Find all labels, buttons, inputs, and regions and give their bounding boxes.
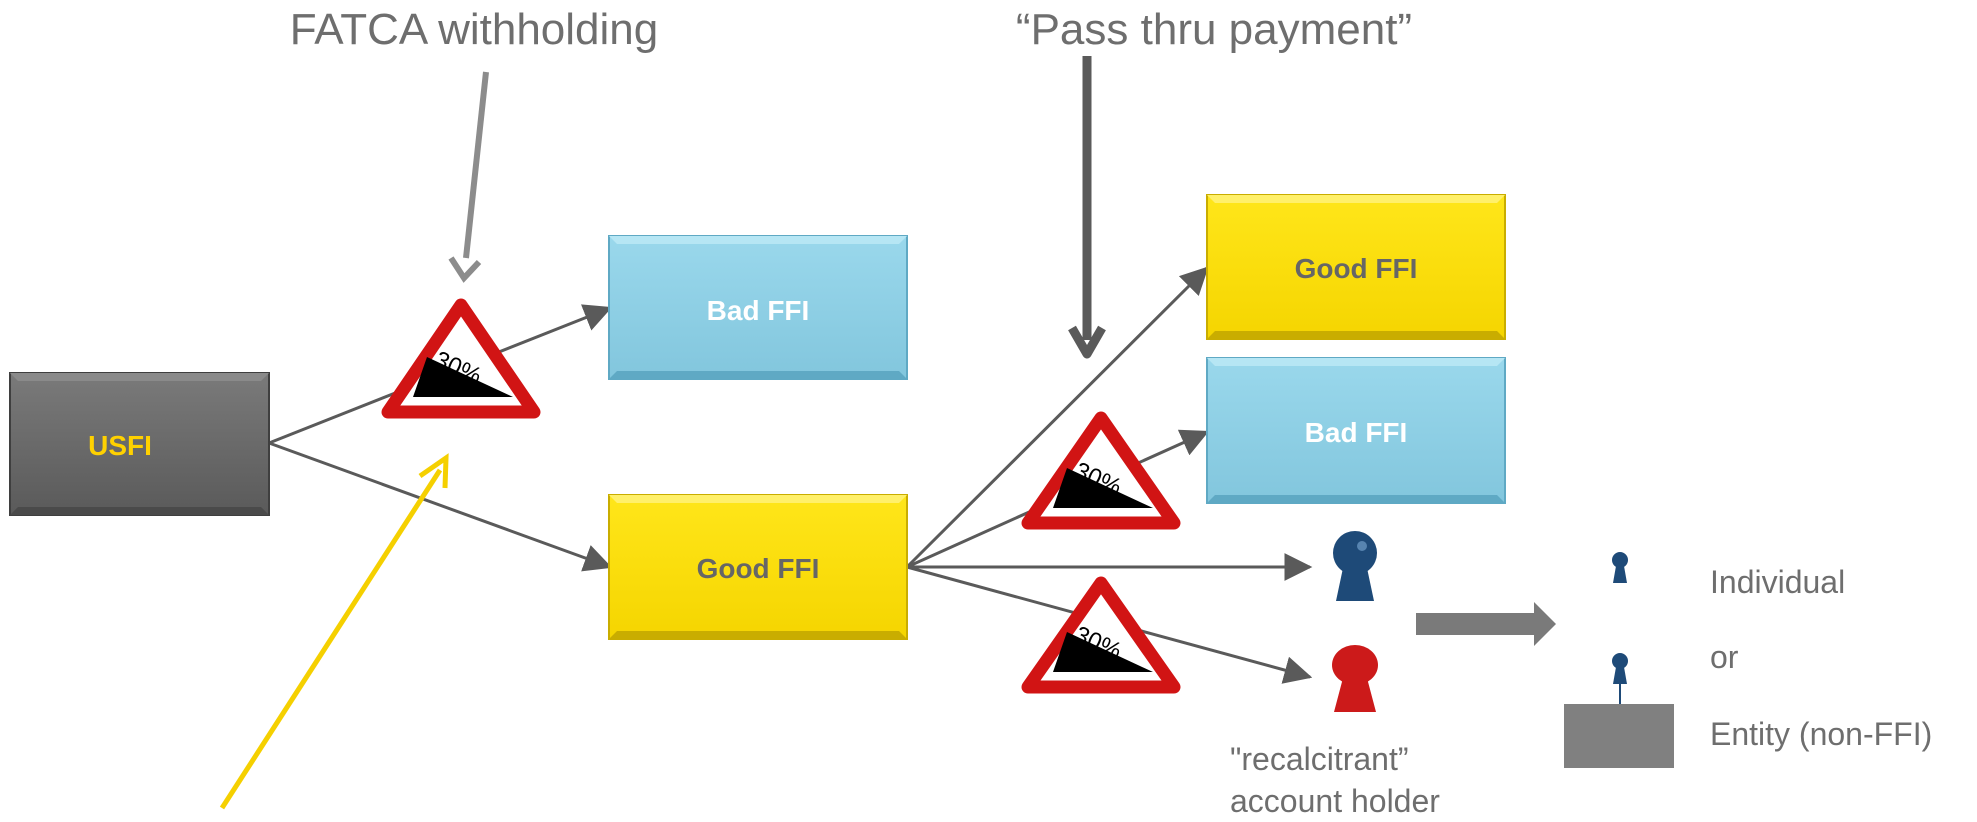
good-ffi-right-label: Good FFI xyxy=(1295,253,1418,284)
recalcitrant-label-line1: "recalcitrant” xyxy=(1230,741,1409,777)
recalcitrant-person-icon xyxy=(1332,645,1378,712)
entity-label: Entity (non-FFI) xyxy=(1710,716,1932,752)
individual-label: Individual xyxy=(1710,564,1845,600)
arrow-good-ffi-to-good-ffi-right xyxy=(905,266,1209,569)
pass-thru-pointer-arrow xyxy=(1068,56,1106,359)
recalcitrant-label-line2: account holder xyxy=(1230,783,1440,819)
withholding-sign-bad-ffi-right: 30% xyxy=(1021,411,1181,530)
good-ffi-center-label: Good FFI xyxy=(697,553,820,584)
arrow-usfi-to-good-ffi xyxy=(268,441,613,572)
usfi-label: USFI xyxy=(88,430,152,461)
individual-icon xyxy=(1612,552,1628,583)
bad-ffi-right-label: Bad FFI xyxy=(1305,417,1408,448)
account-holder-blue-icon xyxy=(1333,531,1377,601)
or-label: or xyxy=(1710,639,1739,675)
sign-slope xyxy=(1053,468,1153,508)
good-ffi-center-box: Good FFI xyxy=(608,494,908,640)
bad-ffi-top-label: Bad FFI xyxy=(707,295,810,326)
sign-slope xyxy=(413,357,513,397)
fatca-pointer-arrow xyxy=(448,71,489,283)
yellow-pointer-arrow xyxy=(219,453,449,810)
pass-thru-payment-label: “Pass thru payment” xyxy=(1016,5,1412,54)
bad-ffi-right-box: Bad FFI xyxy=(1206,357,1506,504)
sign-slope xyxy=(1053,632,1153,672)
withholding-sign-usfi: 30% xyxy=(381,298,541,419)
withholding-sign-recalcitrant: 30% xyxy=(1021,576,1181,694)
entity-icon xyxy=(1564,653,1674,768)
bad-ffi-top-box: Bad FFI xyxy=(608,235,908,380)
fatca-withholding-label: FATCA withholding xyxy=(290,5,658,54)
good-ffi-right-box: Good FFI xyxy=(1206,194,1506,340)
legend-arrow xyxy=(1416,602,1556,646)
usfi-box: USFI xyxy=(9,372,270,516)
